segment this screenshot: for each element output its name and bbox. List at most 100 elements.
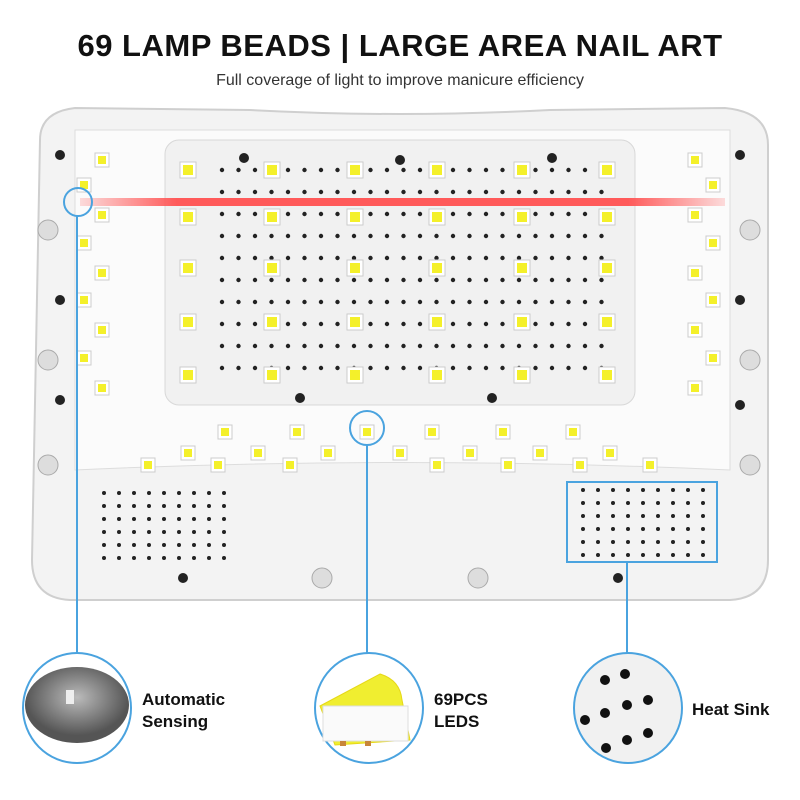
vent-hole <box>566 167 571 173</box>
vent-hole <box>236 167 241 173</box>
vent-hole <box>302 365 307 371</box>
vent-hole <box>384 233 390 239</box>
vent-hole <box>132 504 136 508</box>
screw <box>547 153 557 163</box>
vent-hole <box>384 343 390 349</box>
vent-hole <box>252 167 258 173</box>
vent-hole <box>434 277 439 283</box>
led-bead <box>221 428 229 436</box>
vent-hole <box>467 167 472 173</box>
led-bead <box>606 449 614 457</box>
led-bead <box>602 263 612 273</box>
vent-hole <box>384 277 390 283</box>
vent-hole <box>117 491 121 495</box>
vent-hole <box>566 189 571 195</box>
vent-hole <box>467 321 472 327</box>
vent-hole <box>236 255 241 261</box>
vent-hole <box>219 343 225 349</box>
vent-hole <box>162 530 166 534</box>
led-bead <box>432 212 442 222</box>
led-bead <box>363 428 371 436</box>
vent-hole <box>596 527 600 531</box>
led-bead <box>709 239 717 247</box>
page-subtitle: Full coverage of light to improve manicu… <box>216 72 584 89</box>
vent-hole <box>368 365 373 371</box>
vent-hole <box>351 189 357 195</box>
vent-hole <box>533 299 538 305</box>
vent-hole <box>671 553 675 557</box>
vent-hole <box>566 343 571 349</box>
vent-hole <box>450 343 456 349</box>
heat-sink-icon <box>573 652 683 764</box>
vent-hole <box>599 233 604 239</box>
vent-hole <box>516 299 522 305</box>
vent-hole <box>318 233 324 239</box>
vent-hole <box>582 233 588 239</box>
vent-hole <box>581 501 585 505</box>
vent-hole <box>434 255 439 261</box>
vent-hole <box>549 233 555 239</box>
led-bead <box>499 428 507 436</box>
rubber-foot <box>37 454 59 476</box>
vent-hole <box>384 167 390 173</box>
screw <box>55 395 65 405</box>
led-bead <box>350 165 360 175</box>
led-bead <box>214 461 222 469</box>
vent-hole <box>132 491 136 495</box>
vent-hole <box>549 299 555 305</box>
vent-hole <box>701 553 705 557</box>
vent-hole <box>302 343 307 349</box>
vent-hole <box>549 277 555 283</box>
vent-hole <box>207 543 211 547</box>
vent-hole <box>500 343 505 349</box>
vent-hole <box>686 488 690 492</box>
vent-hole <box>318 277 324 283</box>
vent-hole <box>285 277 291 283</box>
vent-hole <box>582 211 588 217</box>
vent-hole <box>222 491 226 495</box>
vent-hole <box>368 343 373 349</box>
vent-hole <box>335 365 340 371</box>
vent-hole <box>236 299 241 305</box>
vent-hole <box>117 543 121 547</box>
led-bead <box>80 181 88 189</box>
led-bead <box>267 165 277 175</box>
led-bead <box>602 212 612 222</box>
feature-label-leds: 69PCS LEDS <box>434 689 488 733</box>
vent-hole <box>582 167 588 173</box>
led-bead <box>80 239 88 247</box>
vent-hole <box>611 527 615 531</box>
vent-hole <box>368 255 373 261</box>
vent-hole <box>335 233 340 239</box>
vent-hole <box>368 277 373 283</box>
vent-hole <box>162 543 166 547</box>
vent-hole <box>252 343 258 349</box>
vent-hole <box>701 488 705 492</box>
vent-hole <box>285 321 291 327</box>
led-bead <box>691 326 699 334</box>
vent-hole <box>566 365 571 371</box>
vent-hole <box>483 321 489 327</box>
vent-hole <box>162 517 166 521</box>
screw <box>613 573 623 583</box>
vent-hole <box>549 189 555 195</box>
led-bead <box>432 370 442 380</box>
led-bead <box>98 211 106 219</box>
vent-hole <box>467 211 472 217</box>
vent-hole <box>318 167 324 173</box>
led-bead <box>432 317 442 327</box>
vent-hole <box>450 365 456 371</box>
vent-hole <box>401 189 406 195</box>
vent-hole <box>269 299 274 305</box>
vent-hole <box>384 255 390 261</box>
led-bead <box>98 269 106 277</box>
vent-hole <box>611 501 615 505</box>
vent-hole <box>401 211 406 217</box>
vent-hole <box>117 530 121 534</box>
led-chip-icon <box>314 652 424 764</box>
vent-hole <box>335 343 340 349</box>
vent-hole <box>611 553 615 557</box>
led-bead <box>691 384 699 392</box>
feature-label-heat-sink: Heat Sink <box>692 699 769 721</box>
vent-hole <box>500 233 505 239</box>
